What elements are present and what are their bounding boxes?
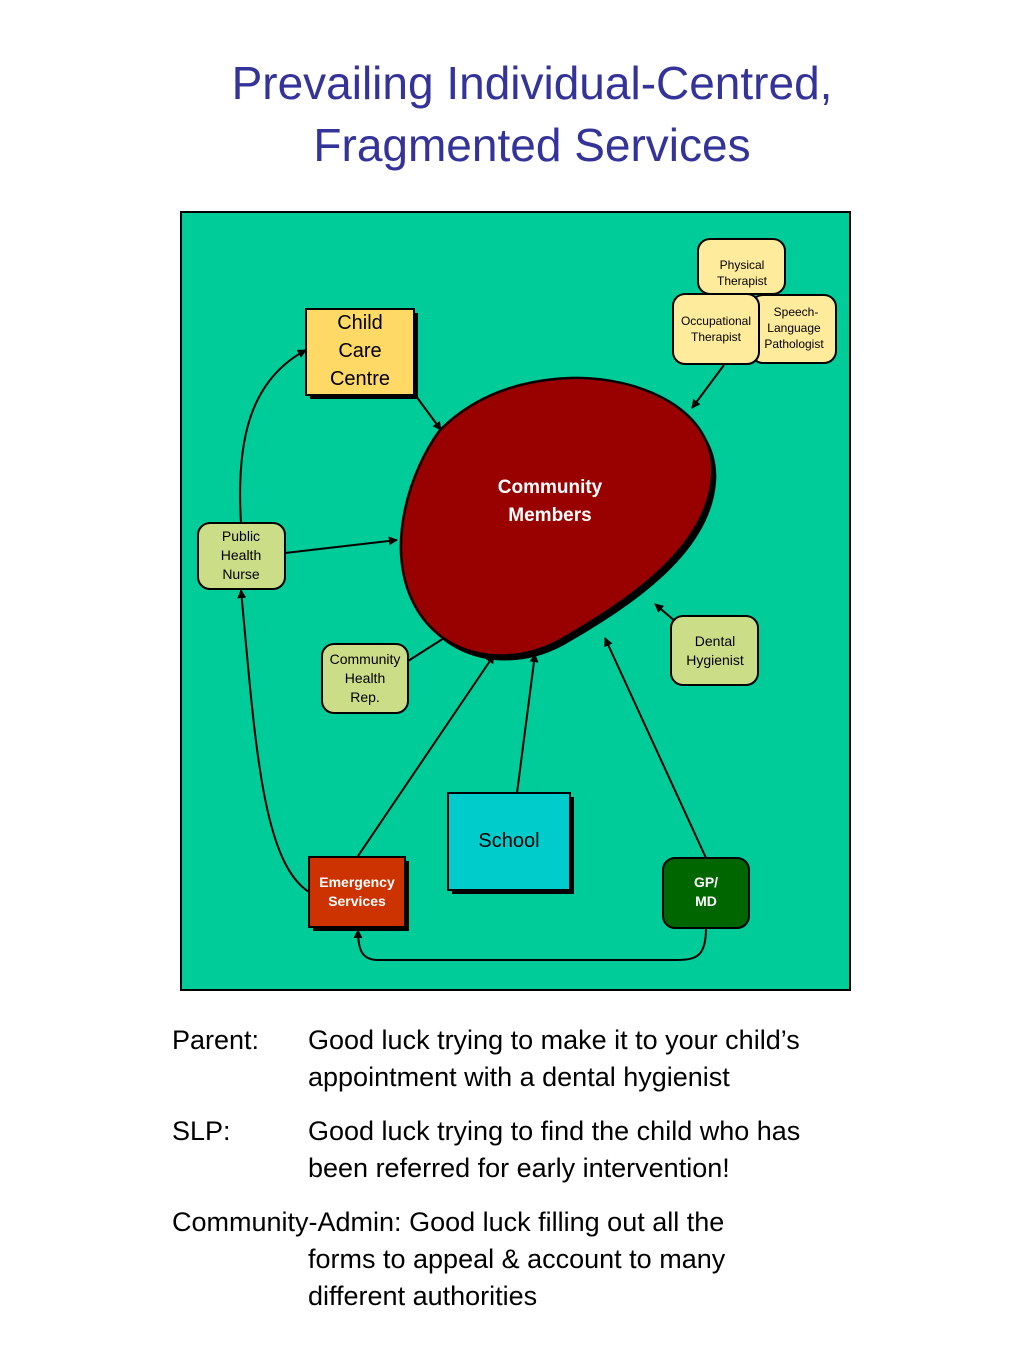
- occupational-therapist-node: Occupational Therapist: [672, 293, 760, 365]
- note-admin-first-line: Community-Admin: Good luck filling out a…: [172, 1204, 932, 1241]
- note-line: Good luck trying to find the child who h…: [308, 1116, 801, 1146]
- arrow-school-to-members: [516, 653, 539, 794]
- slp-line-1: Speech-: [774, 305, 819, 319]
- arrow-nurse-to-childcare: [239, 349, 307, 524]
- note-line: different authorities: [308, 1281, 538, 1311]
- arrow-gp-to-members: [604, 637, 707, 859]
- public-health-nurse-node: Public Health Nurse: [197, 522, 286, 590]
- emergency-line-1: Emergency: [319, 874, 395, 890]
- note-line: Good luck filling out all the: [409, 1207, 725, 1237]
- note-speaker-slp: SLP:: [172, 1116, 231, 1146]
- title-line-1: Prevailing Individual-Centred,: [231, 57, 833, 109]
- arrow-gp-to-emergency: [353, 927, 707, 961]
- note-slp: SLP: Good luck trying to find the child …: [172, 1113, 932, 1187]
- page-title: Prevailing Individual-Centred, Fragmente…: [100, 52, 964, 176]
- ot-line-1: Occupational: [681, 314, 751, 328]
- services-diagram: Community Members Child Care Centre Spee…: [180, 211, 851, 991]
- note-line: Good luck trying to make it to your chil…: [308, 1025, 800, 1055]
- note-line: appointment with a dental hygienist: [308, 1062, 730, 1092]
- gp-md-node: GP/ MD: [662, 857, 750, 929]
- arrow-emergency-to-nurse: [237, 589, 310, 893]
- dental-hygienist-node: Dental Hygienist: [670, 615, 759, 686]
- community-health-rep-node: Community Health Rep.: [321, 643, 409, 714]
- chr-line-1: Community: [330, 651, 401, 667]
- child-care-line-3: Centre: [330, 368, 390, 390]
- child-care-line-1: Child: [337, 312, 383, 334]
- emergency-line-2: Services: [328, 893, 386, 909]
- note-speaker-parent: Parent:: [172, 1025, 260, 1055]
- dental-line-1: Dental: [695, 633, 735, 649]
- school-label: School: [478, 830, 539, 852]
- pt-line-1: Physical: [720, 258, 765, 272]
- center-line-1: Community: [498, 477, 603, 498]
- slp-line-3: Pathologist: [764, 337, 824, 351]
- physical-therapist-node: Physical Therapist: [697, 238, 786, 295]
- phn-line-3: Nurse: [222, 566, 260, 582]
- community-members-blob: Community Members: [399, 376, 717, 661]
- arrow-emergency-to-members: [357, 654, 495, 857]
- note-speaker-admin: Community-Admin:: [172, 1207, 402, 1237]
- school-box: School: [447, 792, 574, 894]
- note-parent: Parent: Good luck trying to make it to y…: [172, 1022, 932, 1096]
- arrow-nurse-to-members: [284, 536, 398, 554]
- chr-line-2: Health: [345, 670, 385, 686]
- note-line: forms to appeal & account to many: [308, 1244, 726, 1274]
- dental-line-2: Hygienist: [686, 652, 744, 668]
- gp-line-2: MD: [695, 893, 717, 909]
- arrow-therapists-to-members: [691, 364, 725, 409]
- chr-line-3: Rep.: [350, 689, 380, 705]
- title-line-2: Fragmented Services: [313, 119, 751, 171]
- phn-line-2: Health: [221, 547, 261, 563]
- child-care-line-2: Care: [338, 340, 381, 362]
- ot-line-2: Therapist: [691, 330, 742, 344]
- emergency-services-box: Emergency Services: [308, 856, 409, 931]
- community-members-shape: [399, 376, 714, 657]
- phn-line-1: Public: [222, 528, 260, 544]
- child-care-centre-box: Child Care Centre: [305, 308, 418, 399]
- center-line-2: Members: [508, 505, 591, 526]
- connector-arrows: [237, 349, 725, 961]
- quotes-section: Parent: Good luck trying to make it to y…: [172, 1022, 932, 1332]
- pt-line-2: Therapist: [717, 274, 768, 288]
- slp-line-2: Language: [767, 321, 821, 335]
- speech-language-pathologist-node: Speech- Language Pathologist: [750, 294, 837, 364]
- note-community-admin: Community-Admin: Good luck filling out a…: [172, 1204, 932, 1315]
- note-line: been referred for early intervention!: [308, 1153, 730, 1183]
- gp-line-1: GP/: [694, 874, 718, 890]
